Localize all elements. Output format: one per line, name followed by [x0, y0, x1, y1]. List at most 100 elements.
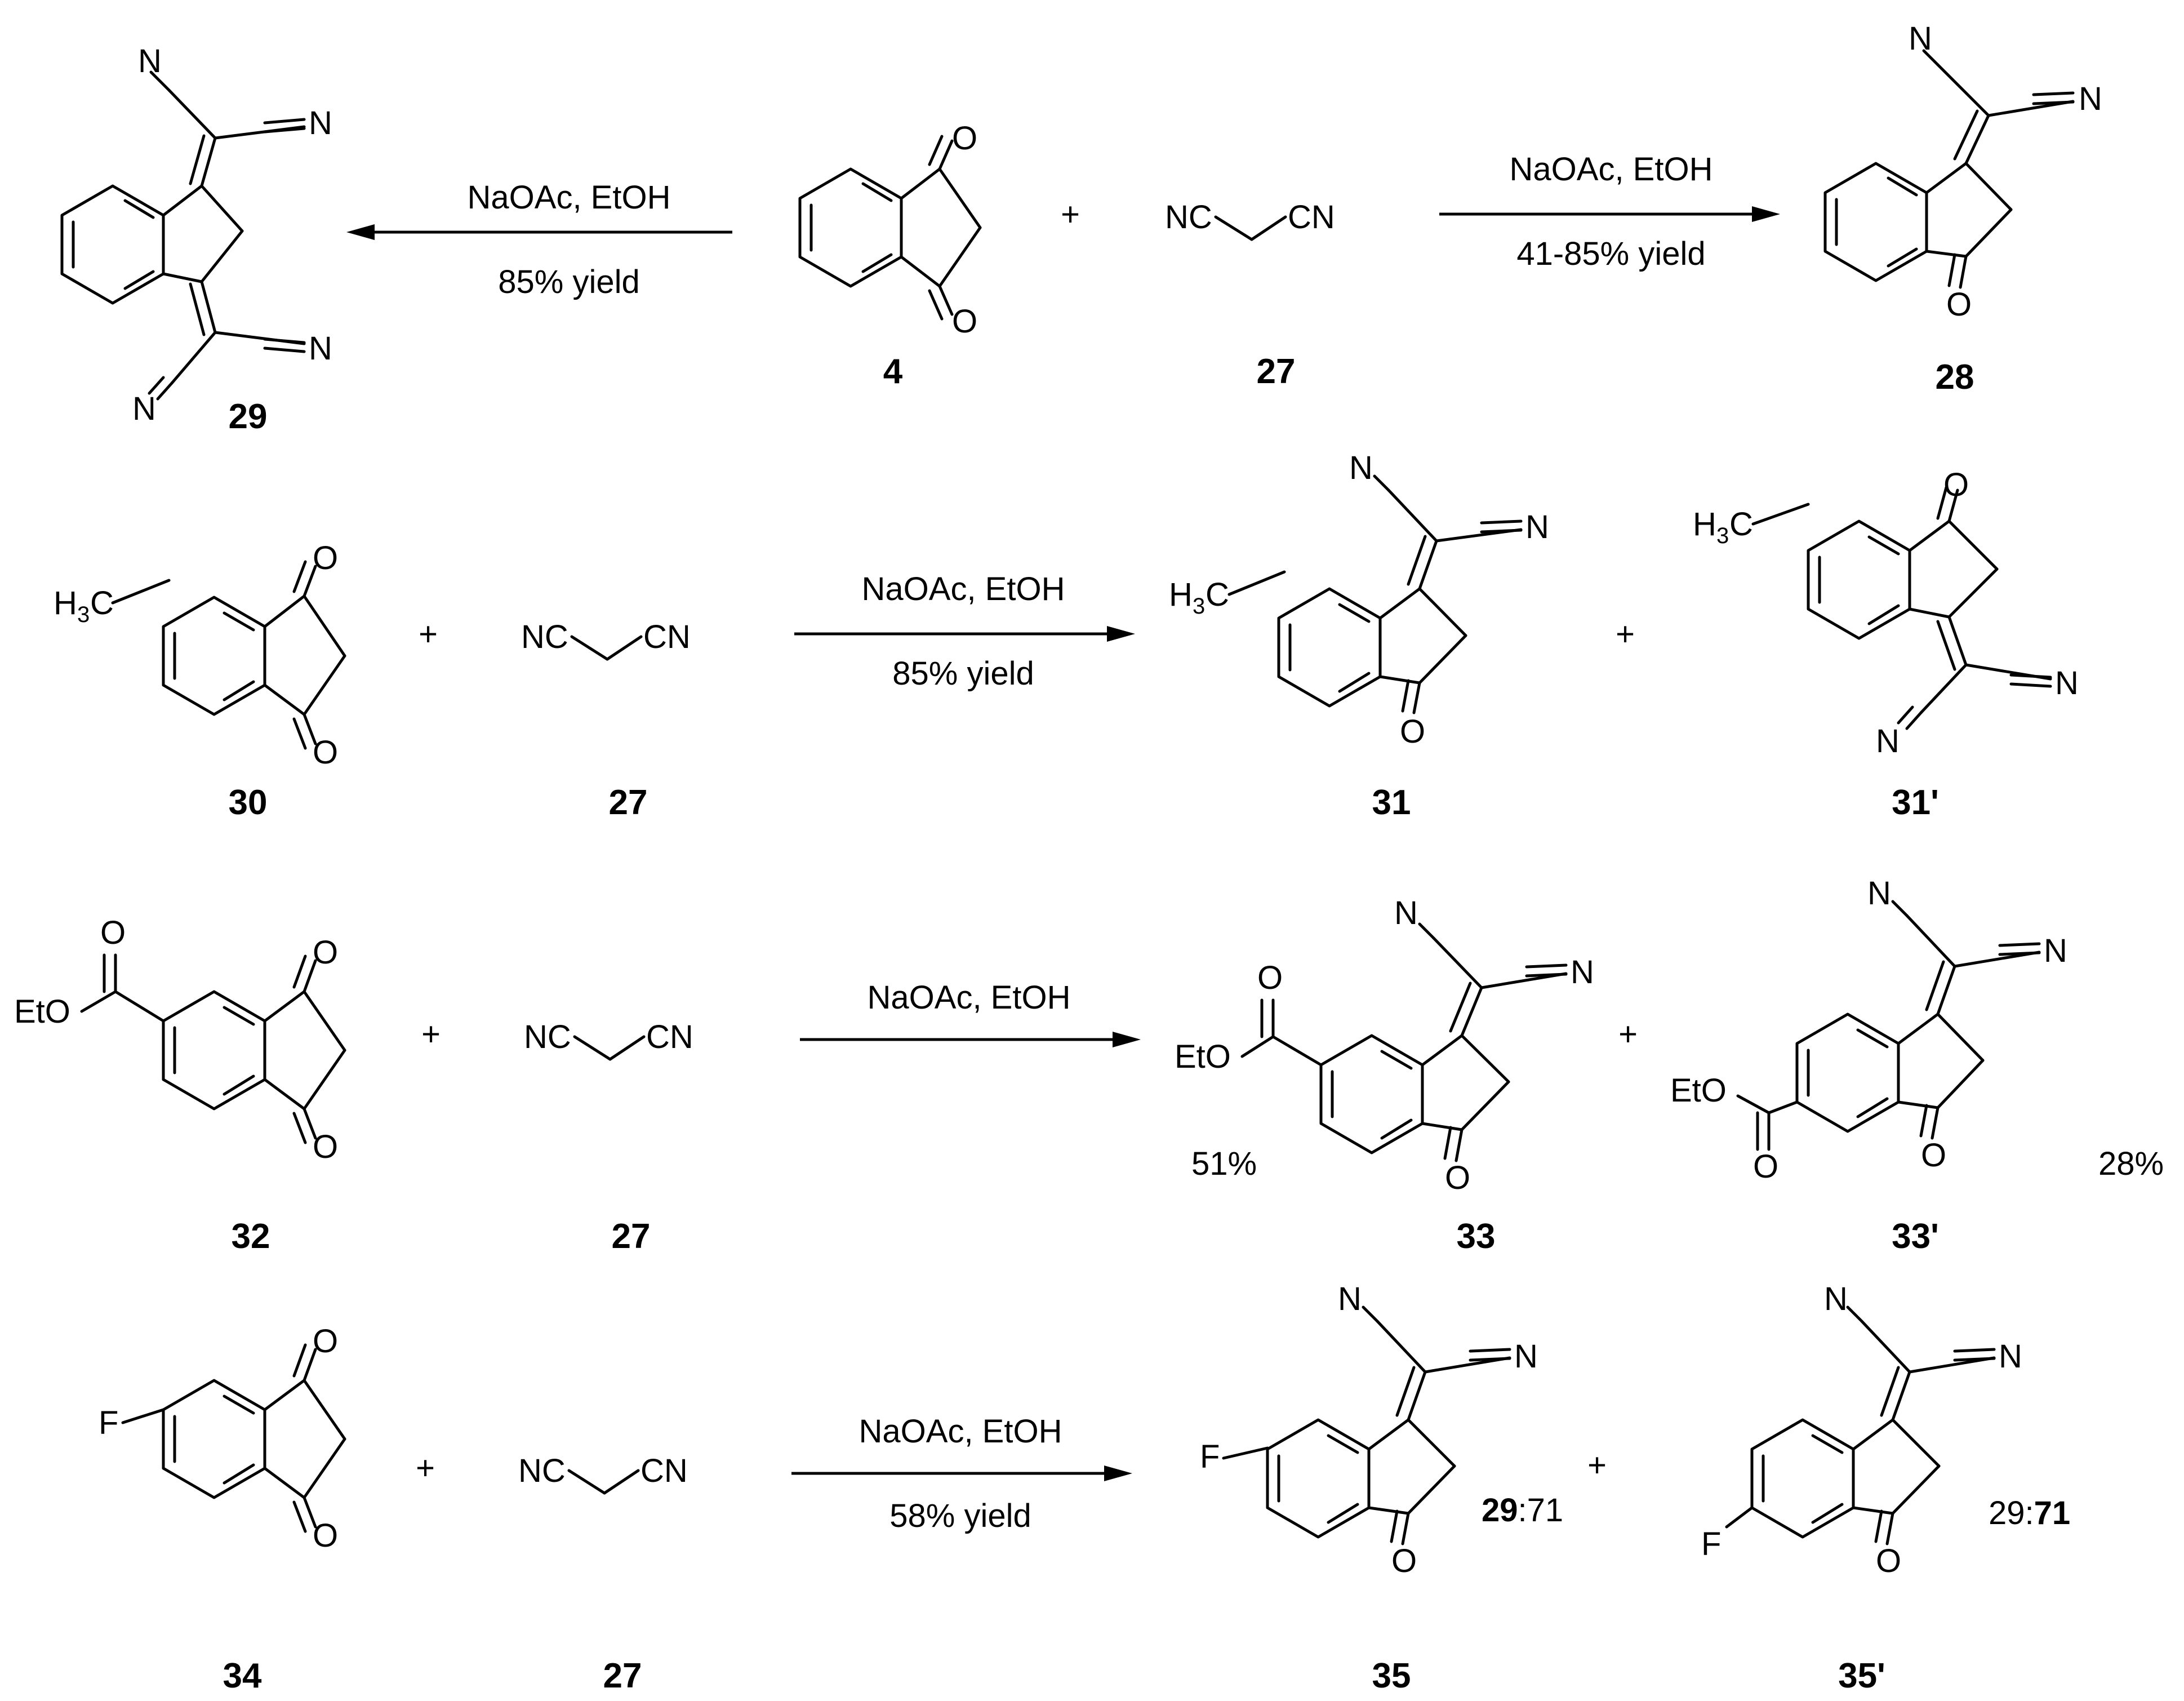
- compound-4: O O: [798, 120, 982, 340]
- atom-eto: EtO: [1175, 1038, 1231, 1075]
- compound-label-31-prime: 31': [1892, 783, 1939, 822]
- atom-n: N: [1349, 450, 1373, 486]
- ratio-35-prime-minor: 29:: [1989, 1495, 2034, 1531]
- atom-o: O: [313, 1129, 338, 1165]
- yield-33-prime: 28%: [2098, 1145, 2164, 1182]
- compound-label-28: 28: [1936, 358, 1974, 397]
- condition-reagents: NaOAc, EtOH: [859, 1413, 1062, 1450]
- atom-o: O: [313, 934, 338, 971]
- reaction-arrow-r4: [791, 1465, 1132, 1481]
- atom-h: H: [1693, 506, 1716, 543]
- atom-c: C: [90, 585, 114, 621]
- atom-o: O: [313, 734, 338, 771]
- compound-label-27: 27: [1257, 352, 1296, 391]
- atom-n: N: [1824, 1281, 1848, 1317]
- plus-sign: +: [416, 1450, 435, 1486]
- compound-33: EtO O O N N: [1175, 895, 1594, 1196]
- atom-nc: NC: [1165, 199, 1212, 236]
- ratio-35: 29:71: [1482, 1492, 1563, 1529]
- compound-label-30: 30: [229, 783, 268, 822]
- compound-31-prime: H 3 C O N N: [1693, 467, 2079, 760]
- atom-o: O: [1921, 1137, 1946, 1174]
- reaction-arrow-r1-right: [1439, 206, 1780, 222]
- atom-eto: EtO: [1670, 1072, 1727, 1109]
- atom-n: N: [1876, 723, 1900, 760]
- condition-yield: 85% yield: [892, 655, 1034, 692]
- compound-32: EtO O O O: [14, 914, 346, 1165]
- ratio-35-prime-major: 71: [2034, 1495, 2071, 1531]
- condition-yield: 58% yield: [889, 1498, 1031, 1534]
- atom-cn: CN: [643, 619, 691, 655]
- atom-n: N: [1571, 954, 1594, 991]
- atom-o: O: [1400, 713, 1425, 750]
- compound-31: H 3 C O N N: [1169, 450, 1549, 750]
- atom-o: O: [100, 914, 126, 951]
- atom-o: O: [313, 1323, 338, 1360]
- ratio-35-minor: :71: [1518, 1492, 1564, 1529]
- atom-h: H: [1169, 576, 1193, 613]
- atom-nc: NC: [524, 1019, 571, 1055]
- atom-f: F: [1200, 1438, 1220, 1475]
- compound-28: O N N: [1823, 20, 2102, 323]
- atom-n: N: [1867, 875, 1891, 912]
- compound-label-35: 35: [1372, 1656, 1411, 1695]
- condition-reagents: NaOAc, EtOH: [468, 179, 671, 216]
- condition-yield: 41-85% yield: [1516, 236, 1705, 272]
- atom-n: N: [1338, 1281, 1362, 1317]
- atom-c: C: [1729, 506, 1753, 543]
- compound-label-32: 32: [232, 1217, 270, 1256]
- atom-nc: NC: [518, 1453, 566, 1489]
- compound-label-27: 27: [603, 1656, 642, 1695]
- atom-n: N: [138, 43, 162, 79]
- plus-sign: +: [1616, 616, 1635, 652]
- compound-label-4: 4: [883, 352, 903, 391]
- atom-n: N: [1909, 20, 1932, 57]
- compound-label-35-prime: 35': [1838, 1656, 1885, 1695]
- reaction-arrow-r1-left: [346, 224, 732, 240]
- atom-cn: CN: [1288, 199, 1335, 236]
- plus-sign: +: [1061, 196, 1080, 233]
- atom-o: O: [952, 303, 977, 340]
- subscript-3: 3: [77, 602, 90, 627]
- atom-o: O: [1753, 1148, 1778, 1185]
- atom-nc: NC: [521, 619, 568, 655]
- atom-o: O: [952, 120, 977, 157]
- condition-reagents: NaOAc, EtOH: [1510, 151, 1713, 188]
- condition-reagents: NaOAc, EtOH: [868, 979, 1071, 1016]
- compound-35: F O N N: [1200, 1281, 1538, 1579]
- atom-c: C: [1206, 576, 1229, 613]
- atom-o: O: [313, 540, 338, 576]
- compound-label-27: 27: [612, 1217, 651, 1256]
- compound-label-34: 34: [223, 1656, 262, 1695]
- atom-h: H: [54, 585, 77, 621]
- atom-o: O: [1445, 1160, 1470, 1196]
- atom-n: N: [2044, 932, 2067, 969]
- atom-o: O: [1943, 467, 1969, 503]
- atom-f: F: [99, 1405, 118, 1441]
- atom-o: O: [313, 1517, 338, 1554]
- plus-sign: +: [419, 616, 438, 652]
- atom-n: N: [309, 105, 332, 141]
- atom-cn: CN: [640, 1453, 688, 1489]
- reaction-arrow-r3: [800, 1032, 1141, 1047]
- atom-n: N: [132, 390, 156, 427]
- plus-sign: +: [1618, 1016, 1638, 1052]
- atom-n: N: [1394, 895, 1418, 931]
- compound-34: F O O: [99, 1323, 346, 1554]
- ratio-35-major: 29: [1482, 1492, 1518, 1529]
- compound-29: N N N N: [60, 43, 332, 427]
- compound-27: NC CN: [524, 1019, 693, 1061]
- compound-27: NC CN: [1165, 199, 1335, 241]
- atom-o: O: [1391, 1543, 1417, 1579]
- yield-33: 51%: [1191, 1145, 1257, 1182]
- plus-sign: +: [1587, 1447, 1607, 1484]
- atom-o: O: [1946, 286, 1972, 323]
- compound-35-prime: O N N F: [1701, 1281, 2022, 1579]
- atom-o: O: [1876, 1543, 1901, 1579]
- atom-o: O: [1257, 960, 1283, 996]
- atom-n: N: [309, 330, 332, 367]
- compound-label-31: 31: [1372, 783, 1411, 822]
- plus-sign: +: [421, 1016, 441, 1052]
- atom-n: N: [2055, 665, 2079, 701]
